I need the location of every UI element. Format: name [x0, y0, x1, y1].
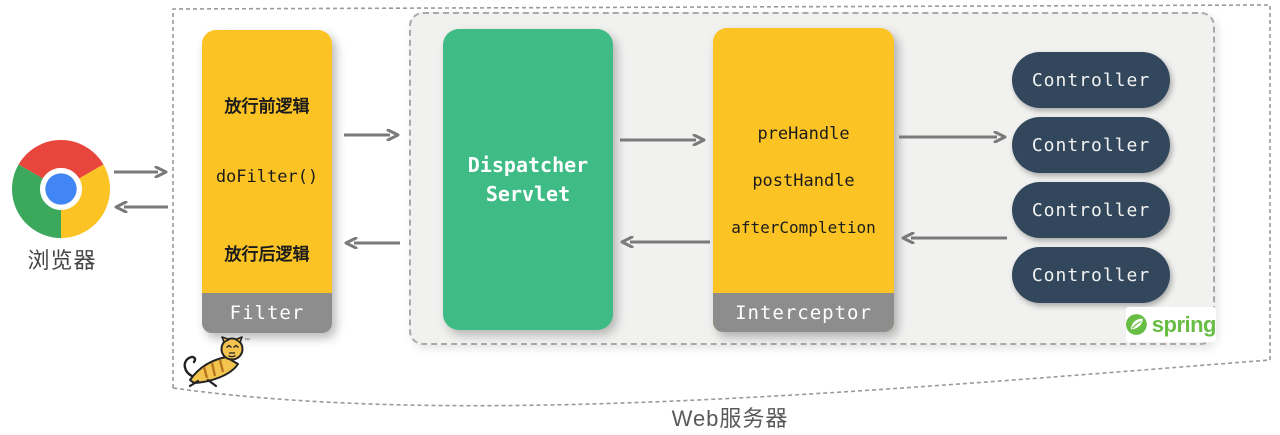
arrow-right-icon	[899, 131, 1007, 143]
spring-label: spring	[1151, 311, 1217, 337]
filter-box: 放行前逻辑 doFilter() 放行后逻辑 Filter	[202, 30, 332, 333]
controller-pill: Controller	[1012, 182, 1170, 238]
browser-label: 浏览器	[27, 248, 97, 273]
chrome-icon	[12, 140, 110, 238]
tomcat-tm-label: ™	[244, 337, 250, 344]
arrow-left-icon	[114, 201, 168, 213]
arrow-right-icon	[114, 166, 168, 178]
filter-item-dofilter: doFilter()	[215, 167, 319, 187]
dispatcher-label-line2: Servlet	[485, 181, 571, 206]
spring-logo: spring	[1126, 307, 1217, 342]
dispatcher-servlet-box: Dispatcher Servlet	[443, 29, 613, 330]
arrow-left-icon	[620, 236, 710, 248]
interceptor-footer-label: Interceptor	[713, 293, 894, 332]
interceptor-item-posthandle: postHandle	[752, 171, 855, 191]
arrow-left-icon	[344, 237, 400, 249]
controller-pill: Controller	[1012, 247, 1170, 303]
controller-pill: Controller	[1012, 52, 1170, 108]
controller-pill: Controller	[1012, 117, 1170, 173]
filter-footer-label: Filter	[202, 293, 332, 333]
arrow-right-icon	[620, 134, 706, 146]
spring-leaf-icon	[1126, 314, 1147, 335]
interceptor-box: preHandle postHandle afterCompletion Int…	[713, 28, 894, 332]
dispatcher-label-line1: Dispatcher	[467, 152, 589, 177]
arrow-right-icon	[344, 129, 400, 141]
web-server-label: Web服务器	[671, 406, 789, 431]
tomcat-icon: ™	[183, 336, 250, 388]
arrow-left-icon	[901, 232, 1007, 244]
filter-item-after: 放行后逻辑	[224, 245, 310, 264]
interceptor-item-aftercompletion: afterCompletion	[731, 218, 876, 237]
filter-item-before: 放行前逻辑	[224, 97, 310, 116]
interceptor-item-prehandle: preHandle	[757, 124, 850, 144]
